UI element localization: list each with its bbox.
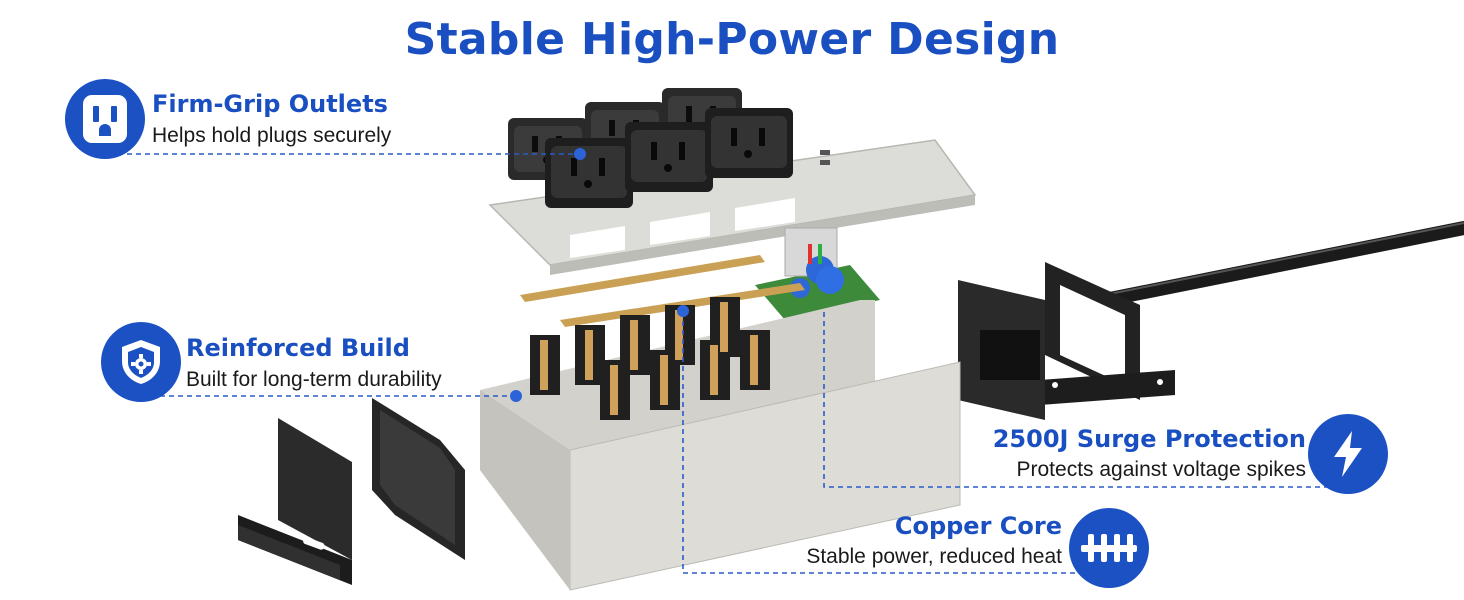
badge-surge-protection	[1308, 414, 1388, 494]
copper-busbar-icon	[1081, 534, 1137, 562]
outlet-icon	[83, 95, 127, 143]
top-cover-plate	[488, 139, 977, 275]
left-end-cap	[372, 398, 465, 560]
feature-subtitle-copper-core: Stable power, reduced heat	[806, 545, 1062, 568]
lightning-icon	[1334, 431, 1362, 477]
badge-reinforced-build	[101, 322, 181, 402]
page-title: Stable High-Power Design	[404, 14, 1060, 65]
feature-title-reinforced-build: Reinforced Build	[186, 334, 410, 362]
left-mounting-bracket	[238, 418, 352, 585]
leader-lines	[118, 153, 1328, 574]
leader-dots	[510, 148, 689, 402]
power-cord	[1073, 221, 1464, 312]
feature-subtitle-reinforced-build: Built for long-term durability	[186, 368, 442, 391]
leader-copper	[682, 312, 1075, 574]
feature-subtitle-firm-grip: Helps hold plugs securely	[152, 124, 392, 147]
shield-gear-icon	[122, 340, 160, 384]
badge-firm-grip	[65, 79, 145, 159]
internal-contacts	[530, 297, 770, 420]
feature-title-surge-protection: 2500J Surge Protection	[992, 425, 1306, 453]
feature-subtitle-surge-protection: Protects against voltage spikes	[1016, 458, 1307, 481]
feature-title-copper-core: Copper Core	[894, 512, 1062, 540]
outlet-modules	[508, 88, 793, 208]
badge-copper-core	[1069, 508, 1149, 588]
leader-surge	[823, 312, 1328, 488]
right-end-bracket	[958, 262, 1175, 420]
feature-title-firm-grip: Firm-Grip Outlets	[152, 90, 388, 118]
